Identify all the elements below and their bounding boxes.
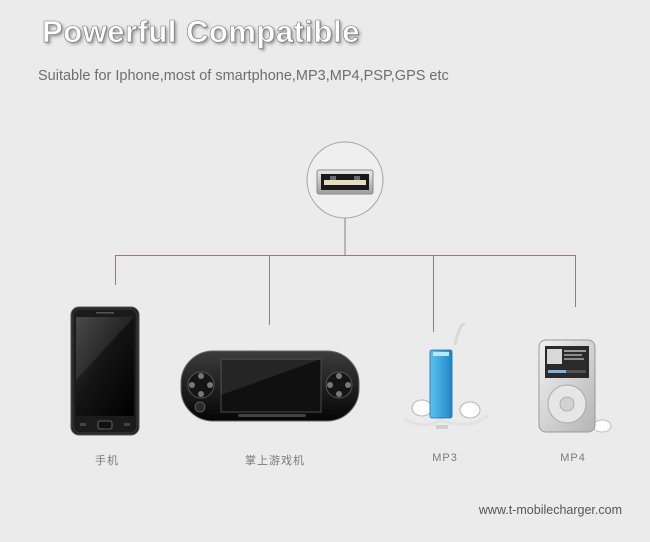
- device-label-mp3: MP3: [432, 452, 458, 464]
- connector-lines: [115, 218, 576, 332]
- device-label-mp4: MP4: [560, 452, 586, 464]
- mp3-player-icon: [403, 322, 490, 429]
- page-title: Powerful Compatible: [42, 14, 360, 50]
- page-subtitle: Suitable for Iphone,most of smartphone,M…: [38, 68, 449, 84]
- device-label-phone: 手机: [95, 455, 119, 467]
- device-label-console: 掌上游戏机: [245, 455, 305, 467]
- website-watermark: www.t-mobilecharger.com: [478, 503, 622, 517]
- mp4-player-icon: [538, 339, 612, 433]
- handheld-console-icon: [180, 350, 360, 422]
- usb-port-icon: [306, 141, 384, 219]
- smartphone-icon: [70, 306, 140, 436]
